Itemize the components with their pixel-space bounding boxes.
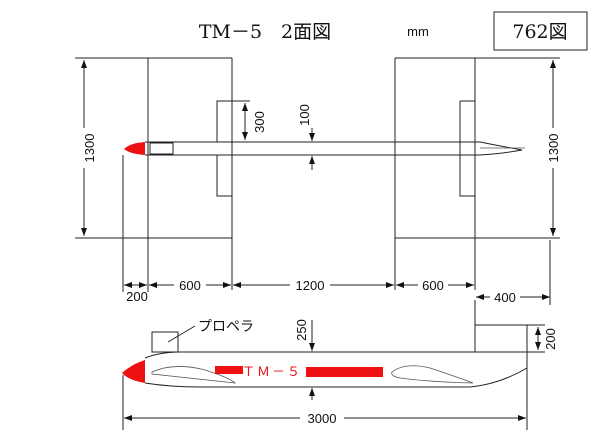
dim-span-left: 1300 — [82, 134, 97, 163]
dim-front-chord: 600 — [179, 278, 201, 293]
dim-stab-height: 300 — [252, 111, 267, 133]
front-wing — [75, 57, 233, 290]
dim-rear-chord: 600 — [422, 278, 444, 293]
dim-fuselage-width: 100 — [297, 104, 312, 126]
propeller-side — [151, 331, 179, 353]
dim-fuselage-height: 250 — [294, 319, 309, 341]
nose-cone-top — [124, 142, 145, 155]
fuselage-marking: ＴＭ－５ — [242, 365, 302, 380]
marking-stripe-rear — [306, 367, 383, 377]
drawing-title: TM－5 2面図 — [199, 21, 331, 43]
propeller-top — [149, 142, 174, 155]
nose-cone-side — [122, 360, 145, 383]
dim-fin-length: 400 — [494, 290, 516, 305]
dim-overall-length: 3000 — [308, 411, 337, 426]
figure-number: 762図 — [512, 21, 567, 43]
fuselage-top-view — [124, 100, 525, 197]
dim-fin-height: 200 — [543, 328, 558, 350]
dim-span-right: 1300 — [546, 134, 561, 163]
dim-wing-gap: 1200 — [296, 278, 325, 293]
propeller-label: プロペラ — [198, 319, 254, 335]
fuselage-side-view — [122, 300, 545, 430]
rear-wing — [394, 57, 560, 290]
dim-nose-length: 200 — [126, 289, 148, 304]
unit-label: mm — [407, 24, 429, 39]
marking-stripe-front — [215, 366, 243, 374]
figure-number-box — [493, 11, 588, 51]
